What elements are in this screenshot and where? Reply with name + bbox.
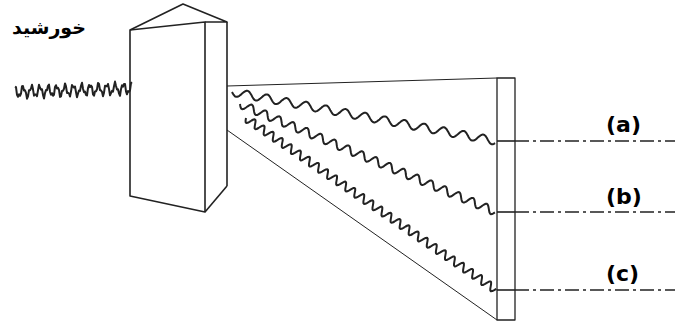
beam-edge — [227, 130, 497, 320]
leader-line — [497, 289, 515, 291]
leader-line — [497, 140, 515, 142]
screen — [497, 78, 515, 320]
prism-back-edge — [226, 22, 228, 186]
ray-label: (a) — [606, 114, 641, 136]
leader-line — [515, 211, 675, 212]
leader-line — [497, 211, 515, 213]
wave-c — [246, 118, 497, 291]
wave-a — [232, 91, 495, 145]
leader-line — [515, 140, 675, 141]
prism-top — [130, 4, 227, 30]
wave-b — [240, 104, 495, 214]
leader-line — [515, 289, 675, 290]
prism-front-face — [130, 22, 205, 212]
prism-bottom-edge — [205, 186, 227, 212]
sunlight-wave — [15, 82, 132, 99]
ray-label: (c) — [606, 263, 639, 285]
ray-label: (b) — [606, 186, 642, 208]
sun-label: خورشید — [12, 18, 86, 37]
beam-edge — [227, 78, 497, 86]
